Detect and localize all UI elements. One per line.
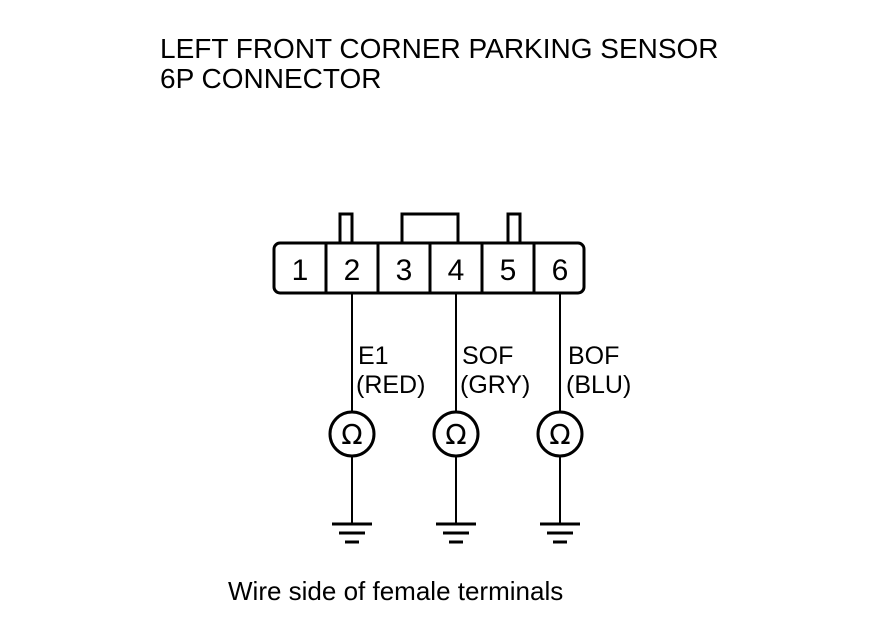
- pin-number: 4: [448, 254, 465, 287]
- wire-color: (RED): [356, 371, 425, 399]
- connector-key-center: [400, 212, 460, 243]
- ohm-symbol: Ω: [549, 418, 570, 451]
- wire-name: E1: [358, 342, 389, 370]
- probe-circuit-e1: E1 (RED) Ω: [328, 293, 425, 544]
- pin-number: 2: [344, 254, 361, 287]
- ground-icon: [540, 522, 580, 544]
- ground-icon: [436, 522, 476, 544]
- connector-6p: [272, 212, 586, 295]
- pin-number: 6: [552, 254, 569, 287]
- wire-color: (BLU): [566, 371, 631, 399]
- ohm-symbol: Ω: [341, 418, 362, 451]
- wire-name: SOF: [462, 342, 513, 370]
- diagram-title-line2: 6P CONNECTOR: [160, 63, 381, 94]
- pin-numbers: 1 2 3 4 5 6: [292, 254, 569, 287]
- ohm-symbol: Ω: [445, 418, 466, 451]
- probe-circuit-bof: BOF (BLU) Ω: [536, 293, 631, 544]
- ground-icon: [332, 522, 372, 544]
- pin-number: 5: [500, 254, 517, 287]
- probe-circuit-sof: SOF (GRY) Ω: [432, 293, 530, 544]
- wire-name: BOF: [568, 342, 619, 370]
- connector-tab-right: [506, 212, 522, 243]
- diagram-caption: Wire side of female terminals: [228, 576, 563, 606]
- pin-number: 3: [396, 254, 413, 287]
- diagram-title-line1: LEFT FRONT CORNER PARKING SENSOR: [160, 33, 719, 64]
- pin-number: 1: [292, 254, 309, 287]
- wire-color: (GRY): [460, 371, 530, 399]
- connector-tab-left: [338, 212, 354, 243]
